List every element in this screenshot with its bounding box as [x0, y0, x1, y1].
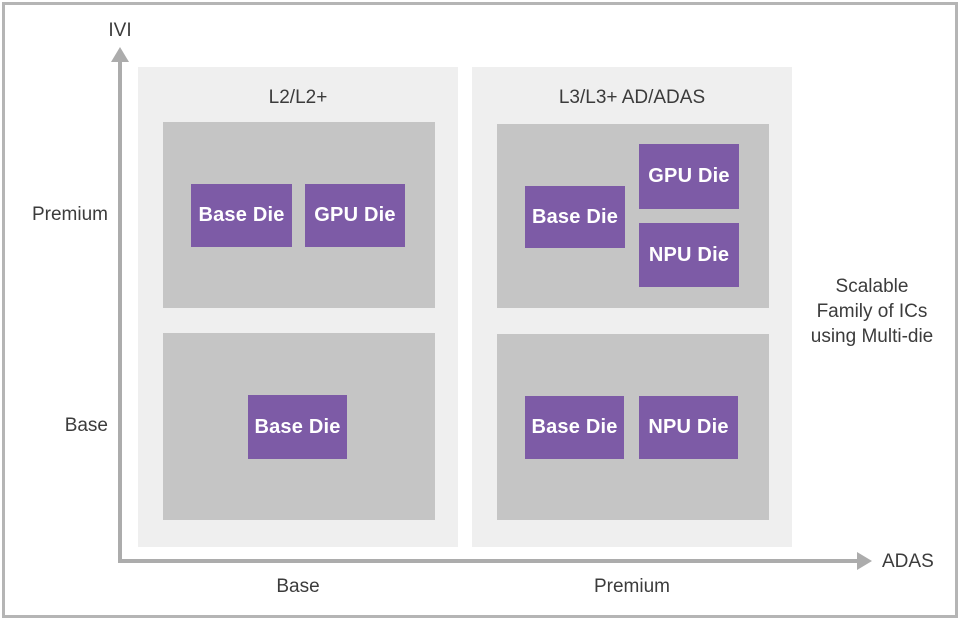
- column-l3-title: L3/L3+ AD/ADAS: [558, 87, 706, 108]
- die-chip: Base Die: [248, 395, 347, 459]
- annotation-line: using Multi-die: [810, 326, 934, 347]
- x-tick-base: Base: [276, 576, 320, 597]
- annotation-line: Family of ICs: [816, 301, 928, 322]
- cell-l2-premium: Base Die GPU Die: [163, 122, 435, 308]
- x-axis-arrow-icon: [857, 552, 872, 570]
- y-axis-arrow-icon: [111, 47, 129, 62]
- die-chip: NPU Die: [639, 396, 738, 459]
- column-l3: L3/L3+ AD/ADAS Base Die GPU Die NPU Die …: [472, 67, 792, 547]
- x-axis-title: ADAS: [882, 551, 934, 572]
- die-chip: GPU Die: [305, 184, 405, 247]
- die-chip: Base Die: [191, 184, 292, 247]
- die-chip: Base Die: [525, 396, 624, 459]
- cell-l2-base: Base Die: [163, 333, 435, 520]
- x-axis-line: [118, 559, 858, 563]
- annotation-line: Scalable: [835, 276, 909, 297]
- y-tick-premium: Premium: [31, 204, 108, 225]
- cell-l3-premium: Base Die GPU Die NPU Die: [497, 124, 769, 308]
- y-axis-title: IVI: [108, 20, 132, 41]
- y-tick-base: Base: [64, 415, 108, 436]
- column-l2-title: L2/L2+: [268, 87, 328, 108]
- y-axis-line: [118, 57, 122, 561]
- die-chip: GPU Die: [639, 144, 739, 209]
- die-chip: NPU Die: [639, 223, 739, 287]
- column-l2: L2/L2+ Base Die GPU Die Base Die: [138, 67, 458, 547]
- annotation-scalable-family: Scalable Family of ICs using Multi-die: [798, 274, 946, 349]
- x-tick-premium: Premium: [593, 576, 670, 597]
- cell-l3-base: Base Die NPU Die: [497, 334, 769, 520]
- die-chip: Base Die: [525, 186, 625, 248]
